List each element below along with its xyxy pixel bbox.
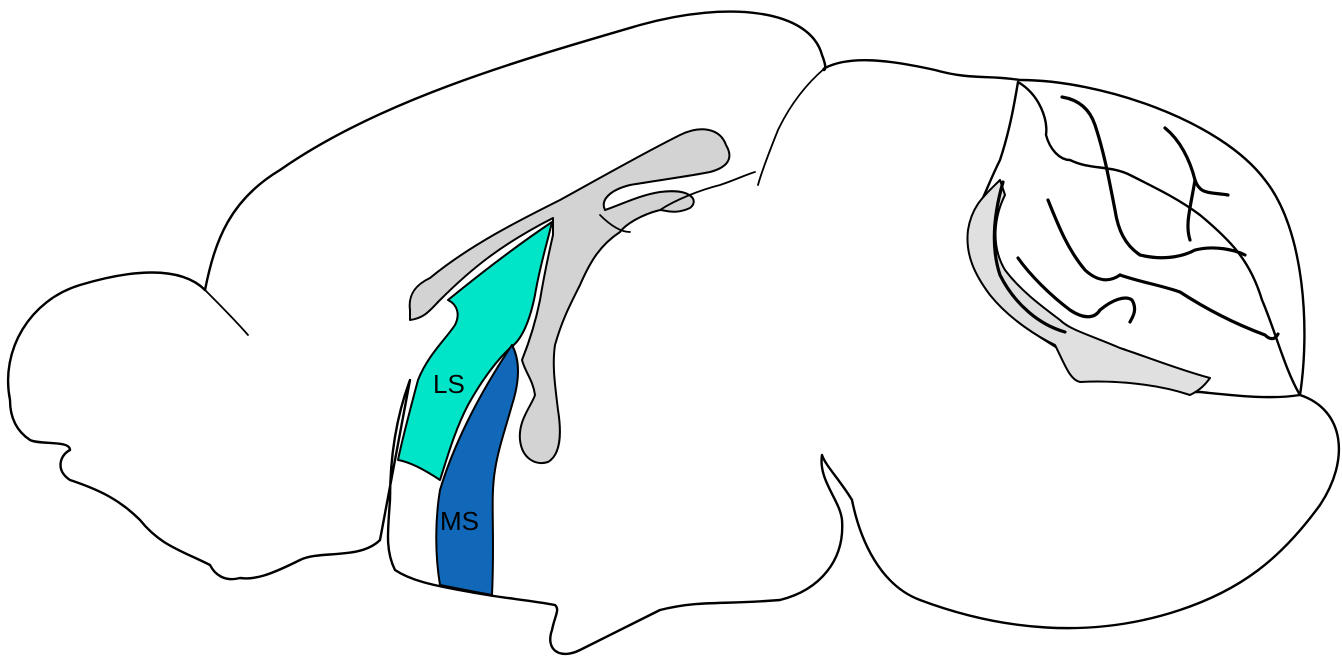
lateral-septum-label: LS	[433, 369, 465, 399]
cerebellar-folia	[992, 95, 1280, 341]
medial-septum-label: MS	[440, 506, 479, 536]
fimbria-strand	[659, 171, 756, 211]
rhinal-fissure	[204, 289, 249, 336]
fornix-strand	[599, 214, 631, 233]
fourth-ventricle	[966, 179, 1211, 396]
medial-septum-region	[435, 344, 519, 596]
lateral-ventricle	[408, 128, 731, 464]
cortex-midbrain-boundary	[757, 67, 826, 186]
lateral-septum-region	[397, 221, 553, 481]
